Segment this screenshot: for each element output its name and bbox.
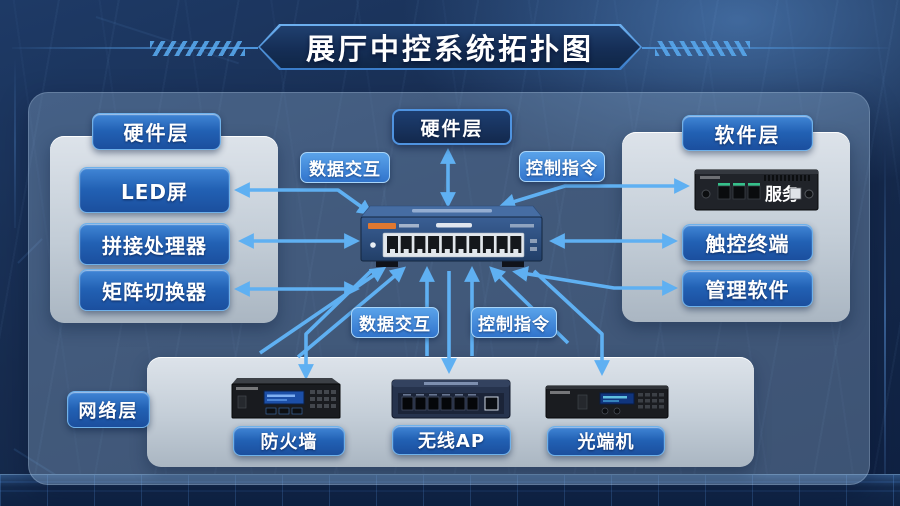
node-optical-terminal: 光端机 [547, 426, 665, 456]
server-device-image: 服务 [694, 169, 819, 211]
node-led-screen: LED屏 [79, 167, 230, 213]
flow-chip-control-command-bottom-label: 控制指令 [478, 315, 550, 335]
flow-chip-control-command-top-label: 控制指令 [526, 159, 598, 179]
node-management-software: 管理软件 [682, 270, 813, 307]
node-optical-terminal-label: 光端机 [577, 432, 635, 453]
node-wireless-ap-label: 无线AP [417, 431, 486, 452]
node-matrix-switcher: 矩阵切换器 [79, 269, 230, 311]
node-touch-terminal-label: 触控终端 [705, 232, 790, 256]
tab-network-label: 网络层 [78, 400, 139, 422]
tab-software: 软件层 [682, 115, 813, 151]
node-touch-terminal: 触控终端 [682, 224, 813, 261]
wireless-ap-device-image [391, 379, 511, 419]
node-firewall: 防火墙 [233, 426, 345, 456]
tab-hardware-center-label: 硬件层 [420, 117, 484, 140]
tab-hardware-left-label: 硬件层 [123, 121, 190, 145]
optical-terminal-device-image [545, 385, 669, 419]
flow-chip-data-interaction-bottom-label: 数据交互 [359, 315, 431, 335]
frame-line-right [884, 150, 886, 480]
node-splicing-processor-label: 拼接处理器 [102, 233, 207, 258]
header-hatch-left [150, 41, 245, 56]
frame-line-left [14, 58, 16, 228]
node-management-software-label: 管理软件 [705, 278, 790, 302]
header-hatch-right [655, 41, 750, 56]
header-line-right [642, 47, 888, 49]
node-firewall-label: 防火墙 [260, 432, 318, 453]
flow-chip-control-command-bottom: 控制指令 [471, 307, 557, 338]
node-splicing-processor: 拼接处理器 [79, 223, 230, 265]
header-line-left [12, 47, 258, 49]
flow-chip-data-interaction-top-label: 数据交互 [309, 160, 381, 180]
node-wireless-ap: 无线AP [392, 425, 511, 455]
tab-network: 网络层 [67, 391, 150, 428]
tab-hardware-center: 硬件层 [392, 109, 512, 145]
switch-device-image [360, 205, 543, 267]
flow-chip-control-command-top: 控制指令 [519, 151, 605, 182]
page-title: 展厅中控系统拓扑图 [305, 32, 594, 66]
flow-chip-data-interaction-top: 数据交互 [300, 152, 390, 183]
tab-software-label: 软件层 [714, 122, 781, 147]
flow-chip-data-interaction-bottom: 数据交互 [351, 307, 439, 338]
node-led-screen-label: LED屏 [120, 179, 188, 204]
title-banner: 展厅中控系统拓扑图 [258, 24, 642, 70]
floor-grid [0, 474, 900, 506]
node-matrix-switcher-label: 矩阵切换器 [102, 279, 207, 304]
firewall-device-image [231, 378, 341, 419]
tab-hardware-left: 硬件层 [92, 113, 221, 150]
